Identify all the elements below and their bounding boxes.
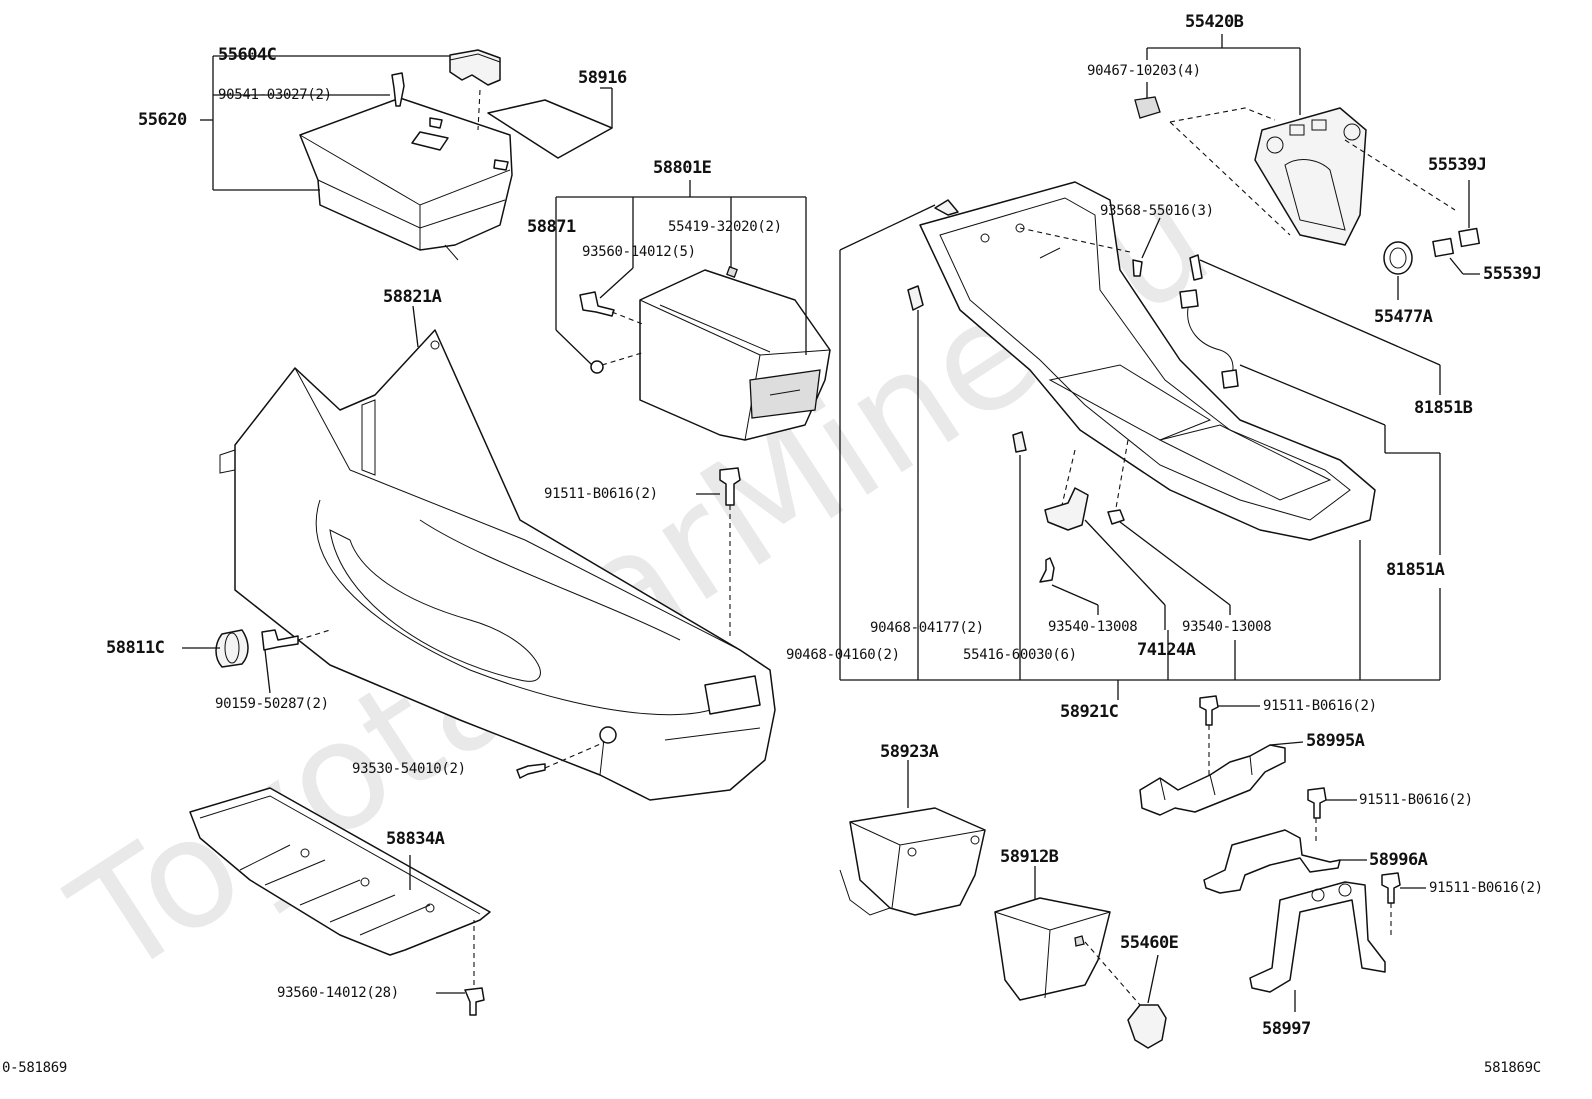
knob-55460E-part	[1127, 1004, 1167, 1049]
label-58871: 58871	[527, 217, 576, 237]
label-90468a: 90468-04160(2)	[786, 647, 900, 663]
bolt-91511-part	[719, 467, 741, 506]
label-58821A: 58821A	[383, 287, 442, 307]
screw-93530-part	[516, 763, 546, 779]
label-90468b: 90468-04177(2)	[870, 620, 984, 636]
bolt-91511c-part	[1307, 787, 1327, 819]
bracket-58995A-part	[1139, 744, 1286, 816]
label-58995A: 58995A	[1306, 731, 1365, 751]
label-55416: 55416-60030(6)	[963, 647, 1077, 663]
label-55604C: 55604C	[218, 45, 277, 65]
harness-81851B-part	[1179, 254, 1239, 389]
label-81851B: 81851B	[1414, 398, 1473, 418]
label-55539J-top: 55539J	[1428, 155, 1487, 175]
label-58923A: 58923A	[880, 742, 939, 762]
label-90159: 90159-50287(2)	[215, 696, 329, 712]
label-58916: 58916	[578, 68, 627, 88]
label-55420B: 55420B	[1185, 12, 1244, 32]
label-58834A: 58834A	[386, 829, 445, 849]
cap-58811C-part	[215, 629, 249, 668]
cap-55539J-part	[1432, 227, 1481, 258]
clip-55604C-part	[449, 49, 501, 86]
diagram-code-left: 0-581869	[2, 1060, 68, 1076]
label-58921C: 58921C	[1060, 702, 1119, 722]
screw-90541-part	[391, 72, 405, 107]
pocket-58912B-part	[994, 897, 1111, 1001]
box-58801E-part	[639, 269, 831, 441]
label-90467: 90467-10203(4)	[1087, 63, 1201, 79]
label-55539J-bottom: 55539J	[1483, 264, 1542, 284]
clip-90468b-part	[907, 285, 924, 311]
label-90541: 90541-03027(2)	[218, 87, 332, 103]
label-93560a: 93560-14012(5)	[582, 244, 696, 260]
console-body-58821A-part	[219, 329, 776, 801]
label-93568: 93568-55016(3)	[1100, 203, 1214, 219]
screw-93568-part	[1132, 259, 1143, 277]
bracket-58996A-part	[1203, 829, 1341, 894]
console-box-part	[299, 97, 513, 261]
label-91511c: 91511-B0616(2)	[1359, 792, 1473, 808]
label-93540b: 93540-13008	[1182, 619, 1272, 635]
bolt-91511b-part	[1199, 695, 1219, 726]
clip-90468a-part	[934, 199, 959, 216]
label-81851A: 81851A	[1386, 560, 1445, 580]
bolt-91511d-part	[1381, 872, 1401, 904]
label-58801E: 58801E	[653, 158, 712, 178]
screw-93560b-part	[464, 987, 485, 1016]
ring-55477A-part	[1383, 241, 1413, 275]
shift-panel-81851A-part	[919, 181, 1376, 541]
label-91511d: 91511-B0616(2)	[1429, 880, 1543, 896]
bracket-58997-part	[1249, 881, 1386, 993]
label-93540a: 93540-13008	[1048, 619, 1138, 635]
diagram-code-right: 581869C	[1484, 1060, 1541, 1076]
label-58997: 58997	[1262, 1019, 1311, 1039]
label-58811C: 58811C	[106, 638, 165, 658]
label-93530: 93530-54010(2)	[352, 761, 466, 777]
label-74124A: 74124A	[1137, 640, 1196, 660]
bezel-55420B-part	[1254, 107, 1367, 246]
holder-58923A-part	[839, 807, 986, 916]
label-91511a: 91511-B0616(2)	[544, 486, 658, 502]
label-58912B: 58912B	[1000, 847, 1059, 867]
label-91511b: 91511-B0616(2)	[1263, 698, 1377, 714]
label-55620: 55620	[138, 110, 187, 130]
screw-93560-part	[579, 291, 615, 374]
bracket-74124A-part	[1044, 487, 1089, 531]
label-55477A: 55477A	[1374, 307, 1433, 327]
label-55460E: 55460E	[1120, 933, 1179, 953]
clip-55416-part	[1012, 431, 1027, 453]
label-93560b: 93560-14012(28)	[277, 985, 399, 1001]
label-58996A: 58996A	[1369, 850, 1428, 870]
nut-90467-part	[1134, 96, 1161, 119]
screw-93540-part	[1039, 509, 1125, 583]
label-55419: 55419-32020(2)	[668, 219, 782, 235]
